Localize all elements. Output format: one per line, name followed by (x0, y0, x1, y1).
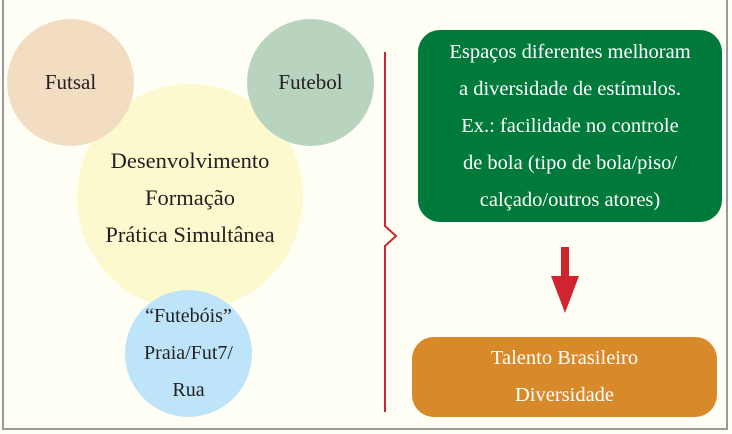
brace-line (384, 52, 398, 412)
green-box: Espaços diferentes melhoram a diversidad… (418, 30, 722, 222)
green-line-3: Ex.: facilidade no controle (461, 114, 679, 137)
center-line-3: Prática Simultânea (105, 221, 275, 247)
center-line-2: Formação (145, 184, 235, 210)
futebois-circle: “Futebóis” Praia/Fut7/ Rua (125, 290, 252, 417)
futsal-circle: Futsal (7, 19, 134, 146)
futebois-line-1: “Futebóis” (145, 305, 232, 327)
green-line-4: de bola (tipo de bola/piso/ (462, 151, 678, 174)
futebois-line-3: Rua (172, 379, 205, 401)
green-line-2: a diversidade de estímulos. (458, 77, 682, 100)
futebol-label: Futebol (278, 70, 343, 94)
green-line-5: calçado/outros atores) (479, 188, 661, 211)
orange-box: Talento Brasileiro Diversidade (412, 337, 717, 417)
arrow-down-icon (551, 276, 579, 313)
futsal-label: Futsal (44, 70, 97, 94)
orange-line-2: Diversidade (514, 384, 615, 406)
futebol-circle: Futebol (247, 19, 374, 146)
orange-line-1: Talento Brasileiro (490, 347, 639, 369)
center-line-1: Desenvolvimento (110, 147, 270, 173)
arrow-shaft (561, 247, 569, 277)
futebois-line-2: Praia/Fut7/ (144, 342, 233, 364)
green-line-1: Espaços diferentes melhoram (449, 40, 691, 63)
